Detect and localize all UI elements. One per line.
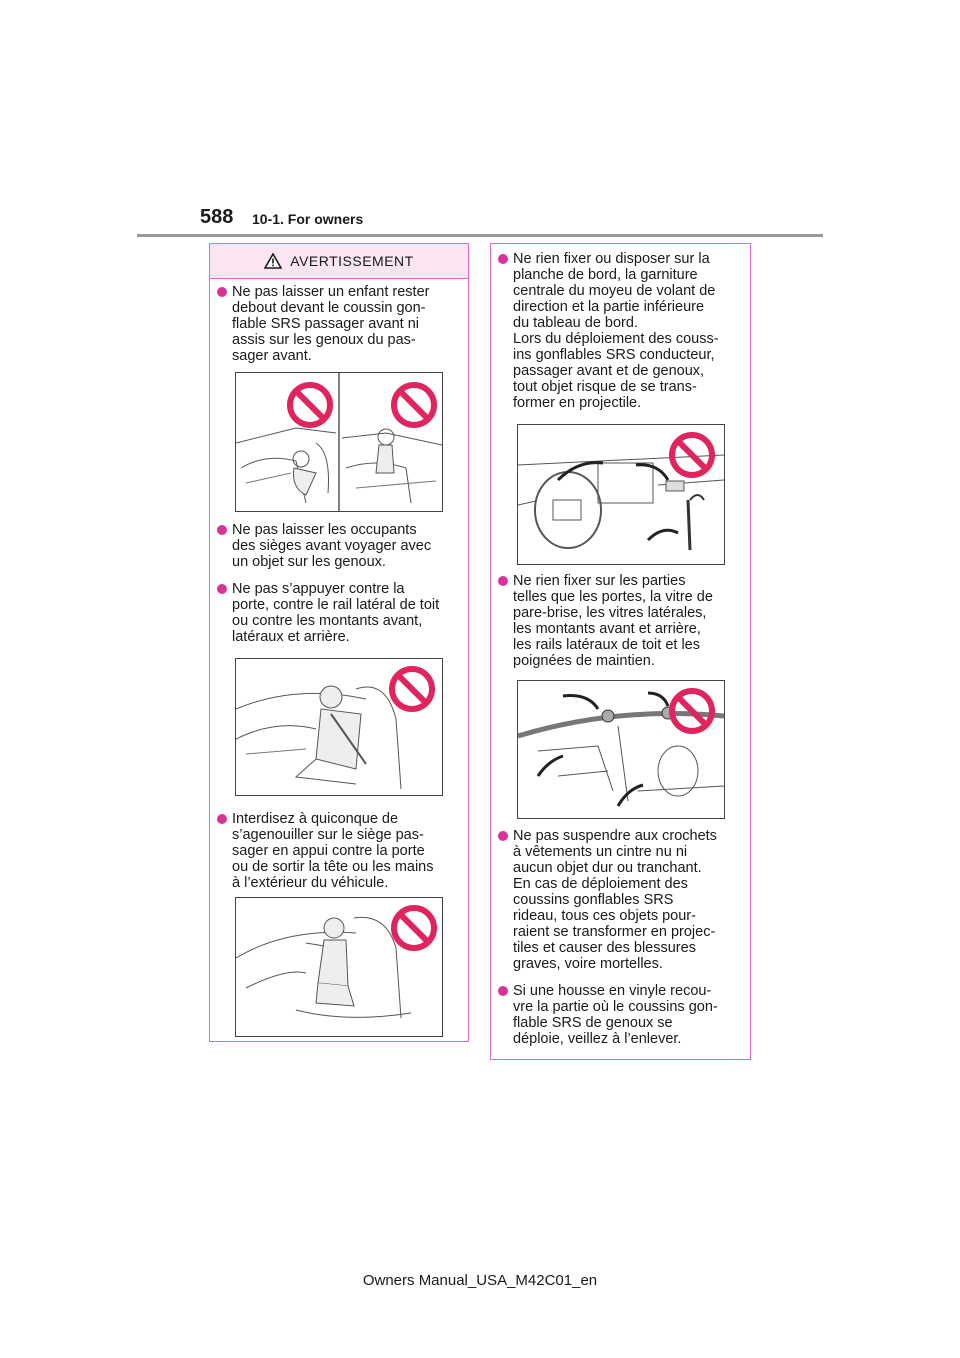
prohibition-icon: [287, 382, 333, 428]
list-item: Ne pas laisser un enfant rester debout d…: [210, 284, 498, 364]
warning-box-right: Ne rien fixer ou disposer sur la planche…: [490, 243, 751, 1060]
bullet-icon: [217, 584, 227, 594]
prohibition-icon: [669, 432, 715, 478]
bullet-icon: [217, 287, 227, 297]
list-item: Ne rien fixer sur les parties telles que…: [491, 573, 780, 669]
item-text: Ne pas laisser les occupants des sièges …: [232, 522, 432, 570]
header-rule: [137, 234, 823, 237]
item-text: Ne rien fixer ou disposer sur la planche…: [513, 251, 719, 411]
list-item: Interdisez à quiconque de s’agenouiller …: [210, 811, 498, 891]
item-text: Interdisez à quiconque de s’agenouiller …: [232, 811, 434, 891]
bullet-icon: [498, 576, 508, 586]
list-item: Ne rien fixer ou disposer sur la planche…: [491, 251, 780, 411]
warning-title: AVERTISSEMENT: [290, 253, 414, 269]
prohibition-icon: [669, 688, 715, 734]
prohibition-icon: [389, 666, 435, 712]
warning-header: AVERTISSEMENT: [210, 244, 468, 279]
item-text: Si une housse en vinyle recou- vre la pa…: [513, 983, 718, 1047]
item-text: Ne pas s’appuyer contre la porte, contre…: [232, 581, 440, 645]
list-item: Ne pas laisser les occupants des sièges …: [210, 522, 498, 570]
illustration-interior-attachments: [517, 680, 725, 819]
page-number: 588: [200, 206, 234, 228]
item-text: Ne pas suspendre aux crochets à vêtement…: [513, 828, 717, 972]
illustration-kneeling-on-seat: [235, 897, 443, 1037]
illustration-dashboard-objects: [517, 424, 725, 565]
list-item: Ne pas suspendre aux crochets à vêtement…: [491, 828, 780, 972]
list-item: Si une housse en vinyle recou- vre la pa…: [491, 983, 780, 1047]
item-text: Ne pas laisser un enfant rester debout d…: [232, 284, 430, 364]
child-kneeling-drawing: [236, 916, 412, 1019]
warning-triangle-icon: [264, 253, 283, 269]
prohibition-icon: [391, 905, 437, 951]
section-title: 10-1. For owners: [252, 211, 364, 227]
bullet-icon: [498, 831, 508, 841]
bullet-icon: [498, 986, 508, 996]
bullet-icon: [217, 525, 227, 535]
prohibition-icon: [391, 382, 437, 428]
illustration-child-front-seat: [235, 372, 443, 512]
list-item: Ne pas s’appuyer contre la porte, contre…: [210, 581, 498, 645]
child-in-front-seat-drawing: [236, 373, 442, 511]
illustration-leaning-on-door: [235, 658, 443, 796]
footer-text: Owners Manual_USA_M42C01_en: [362, 1272, 598, 1289]
bullet-icon: [498, 254, 508, 264]
item-text: Ne rien fixer sur les parties telles que…: [513, 573, 713, 669]
bullet-icon: [217, 814, 227, 824]
passenger-leaning-drawing: [236, 685, 402, 790]
